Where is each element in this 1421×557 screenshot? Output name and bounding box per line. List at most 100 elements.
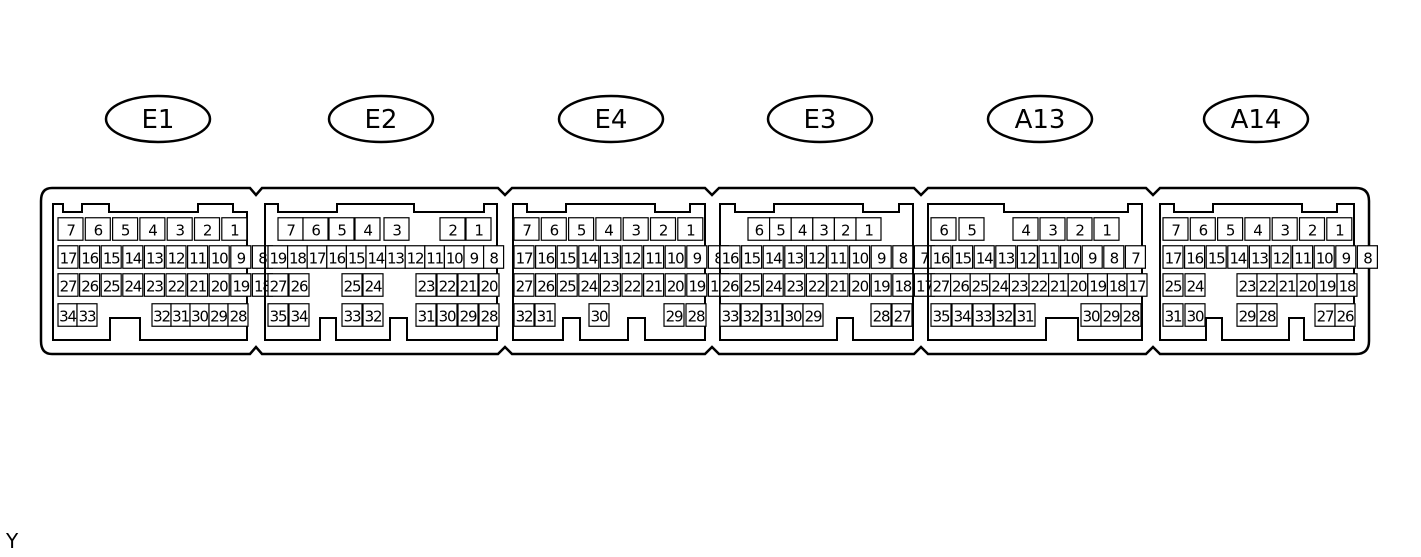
pin-cell <box>436 303 458 327</box>
pin-number: 11 <box>426 249 443 267</box>
pin-number: 31 <box>764 307 781 325</box>
pin-number: 17 <box>1165 249 1182 267</box>
pin-number: 25 <box>103 277 120 295</box>
pin-cell <box>415 273 437 297</box>
pin-number: 2 <box>1308 221 1317 239</box>
pin-number: 25 <box>559 277 576 295</box>
pin-number: 27 <box>1317 307 1334 325</box>
pin-number: 9 <box>1342 249 1351 267</box>
pin-number: 33 <box>975 307 992 325</box>
pin-number: 31 <box>172 307 189 325</box>
pin-cell <box>1081 245 1103 269</box>
pin-cell <box>740 245 763 269</box>
pin-cell <box>208 273 230 297</box>
pin-number: 15 <box>1208 249 1225 267</box>
connector-name-label: E2 <box>365 105 398 135</box>
pin-cell <box>1126 273 1148 297</box>
pin-number: 16 <box>81 249 98 267</box>
pin-number: 30 <box>591 307 608 325</box>
pin-cell <box>1336 273 1358 297</box>
pin-number: 6 <box>1199 221 1208 239</box>
pin-number: 35 <box>270 307 287 325</box>
pin-cell <box>855 217 882 241</box>
pin-number: 26 <box>81 277 98 295</box>
pin-cell <box>1184 273 1206 297</box>
pin-cell <box>267 303 289 327</box>
pin-number: 11 <box>645 249 662 267</box>
pin-number: 5 <box>121 221 130 239</box>
pin-number: 7 <box>1131 249 1140 267</box>
pin-number: 7 <box>1171 221 1180 239</box>
pin-cell <box>1270 245 1292 269</box>
pin-cell <box>1313 245 1335 269</box>
pin-number: 9 <box>237 249 246 267</box>
pin-cell <box>457 273 479 297</box>
pin-number: 7 <box>286 221 295 239</box>
pin-cell <box>1335 245 1357 269</box>
connector-face-outline <box>719 203 914 341</box>
pin-number: 21 <box>460 277 477 295</box>
pin-cell <box>827 245 849 269</box>
pin-number: 17 <box>1129 277 1146 295</box>
pin-number: 16 <box>537 249 554 267</box>
pin-number: 21 <box>1050 277 1067 295</box>
pin-number: 31 <box>537 307 554 325</box>
pin-cell <box>1326 217 1353 241</box>
pin-number: 14 <box>765 249 782 267</box>
pin-cell <box>1162 217 1189 241</box>
pin-cell <box>483 245 505 269</box>
pin-number: 29 <box>805 307 822 325</box>
pin-number: 28 <box>1123 307 1140 325</box>
pin-number: 22 <box>439 277 456 295</box>
pin-cell <box>621 245 643 269</box>
pin-cell <box>1256 303 1278 327</box>
connector-label-ellipse <box>766 94 874 144</box>
pin-number: 22 <box>808 277 825 295</box>
pin-number: 2 <box>841 221 850 239</box>
pin-cell <box>1205 245 1227 269</box>
pin-number: 8 <box>1110 249 1119 267</box>
pin-cell <box>599 245 622 269</box>
pin-number: 32 <box>153 307 170 325</box>
pin-number: 26 <box>952 277 969 295</box>
pin-number: 26 <box>722 277 739 295</box>
pin-cell <box>288 303 310 327</box>
pin-number: 12 <box>808 249 825 267</box>
pin-cell <box>478 273 500 297</box>
pin-cell <box>187 273 209 297</box>
pin-cell <box>1012 217 1039 241</box>
pin-cell <box>740 303 762 327</box>
pin-number: 33 <box>722 307 739 325</box>
connector-face-outline <box>264 203 498 341</box>
pin-number: 18 <box>289 249 306 267</box>
connector-face-outline <box>52 203 248 341</box>
pin-number: 5 <box>577 221 586 239</box>
pin-number: 3 <box>392 221 401 239</box>
pin-number: 9 <box>1088 249 1097 267</box>
pin-cell <box>78 273 101 297</box>
pin-number: 30 <box>191 307 208 325</box>
pin-cell <box>383 217 410 241</box>
pin-number: 1 <box>864 221 873 239</box>
pin-number: 11 <box>189 249 206 267</box>
pin-number: 10 <box>667 249 684 267</box>
pin-number: 8 <box>489 249 498 267</box>
pin-number: 17 <box>309 249 326 267</box>
pin-cell <box>534 303 556 327</box>
connector-label-ellipse <box>1202 94 1310 144</box>
pin-number: 24 <box>991 277 1008 295</box>
pin-cell <box>848 245 871 269</box>
pin-cell <box>100 273 122 297</box>
pin-number: 26 <box>537 277 554 295</box>
pin-cell <box>805 245 828 269</box>
pin-number: 12 <box>1273 249 1290 267</box>
pin-cell <box>139 217 166 241</box>
pin-number: 3 <box>819 221 828 239</box>
pin-cell <box>595 217 622 241</box>
pin-number: 1 <box>230 221 239 239</box>
pin-cell <box>227 303 249 327</box>
pin-number: 12 <box>1019 249 1036 267</box>
pin-cell <box>328 217 355 241</box>
pin-number: 16 <box>1186 249 1203 267</box>
pin-number: 25 <box>972 277 989 295</box>
